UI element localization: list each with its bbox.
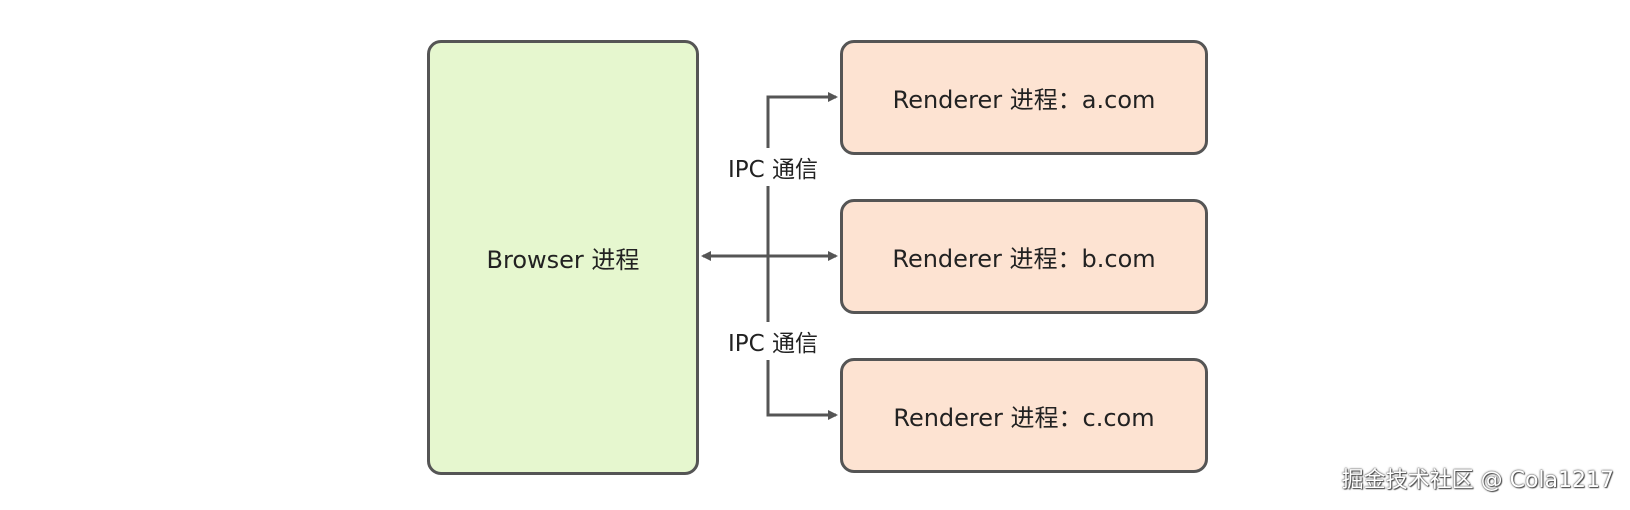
ipc-label-bottom: IPC 通信 <box>725 322 821 360</box>
renderer-process-label-b: Renderer 进程：b.com <box>892 245 1156 273</box>
renderer-process-box-c: Renderer 进程：c.com <box>840 358 1208 473</box>
watermark-text: 掘金技术社区 @ Cola1217 <box>1341 468 1614 493</box>
browser-process-box: Browser 进程 <box>427 40 699 475</box>
renderer-process-box-b: Renderer 进程：b.com <box>840 199 1208 314</box>
renderer-process-label-a: Renderer 进程：a.com <box>892 86 1156 114</box>
ipc-label-top: IPC 通信 <box>725 148 821 186</box>
browser-process-label: Browser 进程 <box>486 246 640 274</box>
renderer-process-label-c: Renderer 进程：c.com <box>893 404 1155 432</box>
renderer-process-box-a: Renderer 进程：a.com <box>840 40 1208 155</box>
